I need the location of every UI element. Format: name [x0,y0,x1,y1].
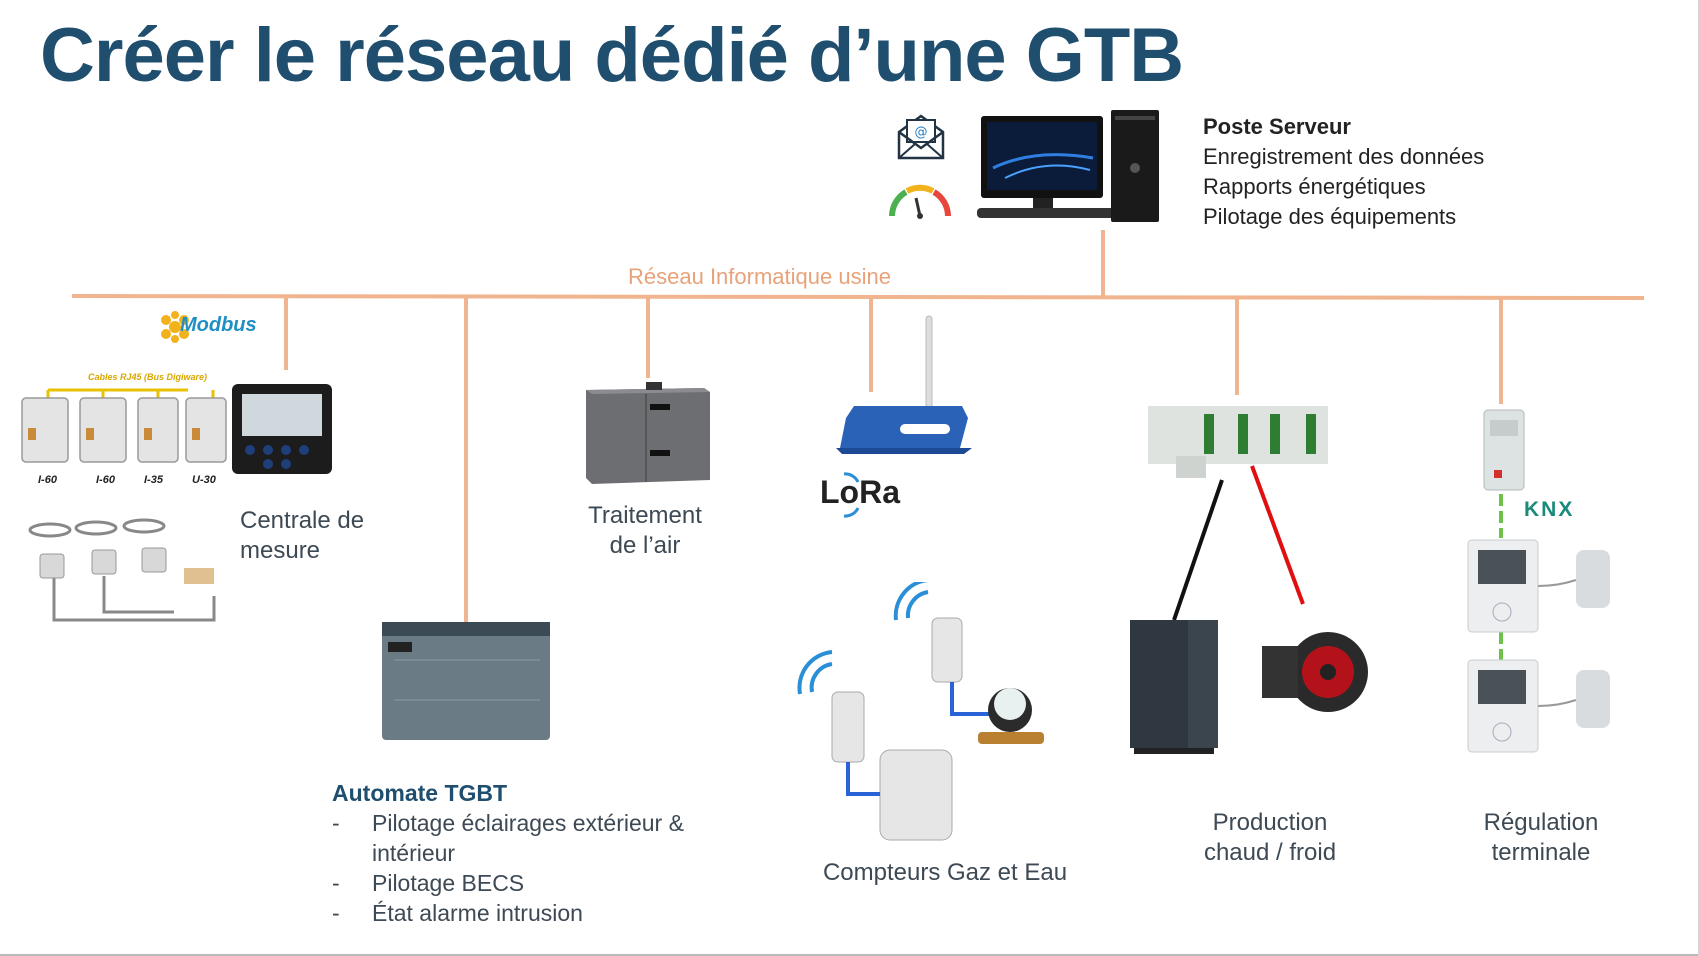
page-title: Créer le réseau dédié d’une GTB [40,13,1184,98]
server-line: Enregistrement des données [1203,144,1485,169]
lora-gateway-icon [836,315,972,454]
automate-item: - Pilotage éclairages extérieur & intéri… [332,808,684,868]
wifi-icon [843,472,860,518]
rj45-caption: Cables RJ45 (Bus Digiware) [88,372,208,382]
pump-icon [1262,632,1368,712]
production-label-line: Production [1212,809,1328,836]
server-line: Rapports énergétiques [1203,174,1426,199]
centrale-label: Centrale de mesure [240,506,364,566]
plc-icon [382,622,550,740]
automate-item: - Pilotage BECS [332,868,684,898]
modbus-logo-icon [161,311,189,343]
centrale-label-line: Centrale de [240,507,365,534]
server-heading: Poste Serveur [1203,114,1351,139]
centrale-label-line: mesure [240,537,321,564]
automate-heading: Automate TGBT [332,780,508,806]
modular-plc-icon [1148,406,1328,478]
traitement-label-line: de l’air [609,532,681,559]
gas-water-meters-icon [797,582,1044,841]
power-meters-icon [21,384,332,474]
meter-label: I-35 [144,474,163,486]
regulation-label-line: terminale [1491,839,1591,866]
knx-logo: KNX [1524,498,1575,521]
boiler-icon [1130,620,1218,754]
current-sensors-icon [28,518,216,622]
automate-item-text: Pilotage BECS [372,870,525,896]
thermostat-icon [1467,539,1610,633]
network-backbone [71,294,1645,300]
slide-border [1698,0,1700,956]
automate-item-text: Pilotage éclairages extérieur & [372,810,684,836]
meter-label: U-30 [192,474,216,486]
production-label-line: chaud / froid [1203,839,1337,866]
email-icon: @ [897,114,945,160]
traitement-label: Traitement de l’air [570,501,720,561]
air-handling-unit-icon [586,382,710,484]
automate-description: Automate TGBT - Pilotage éclairages exté… [332,778,684,928]
network-label: Réseau Informatique usine [628,264,891,289]
bullet-dash: - [332,900,340,926]
svg-text:@: @ [915,125,928,140]
lora-logo: LoRa [820,474,900,510]
traitement-label-line: Traitement [588,502,702,529]
knx-module-icon [1483,409,1525,491]
regulation-label-line: Régulation [1483,809,1599,836]
compteurs-label: Compteurs Gaz et Eau [822,859,1068,886]
black-cable [1172,479,1224,621]
server-description: Poste Serveur Enregistrement des données… [1203,112,1484,232]
production-label: Production chaud / froid [1160,808,1380,868]
desktop-computer-icon [977,110,1159,222]
bullet-dash: - [332,870,340,896]
automate-item-text: intérieur [372,840,456,866]
modbus-logo-text: Modbus [180,314,257,336]
meter-label: I-60 [38,474,57,486]
bullet-dash: - [332,810,340,836]
meter-label: I-60 [96,474,115,486]
red-cable [1250,465,1305,605]
server-line: Pilotage des équipements [1203,204,1457,229]
automate-item-text: État alarme intrusion [372,900,583,926]
gauge-icon [889,184,951,219]
automate-item: - État alarme intrusion [332,898,684,928]
regulation-label: Régulation terminale [1436,808,1646,868]
thermostat-icon [1467,659,1610,753]
slide-border [0,954,1700,956]
